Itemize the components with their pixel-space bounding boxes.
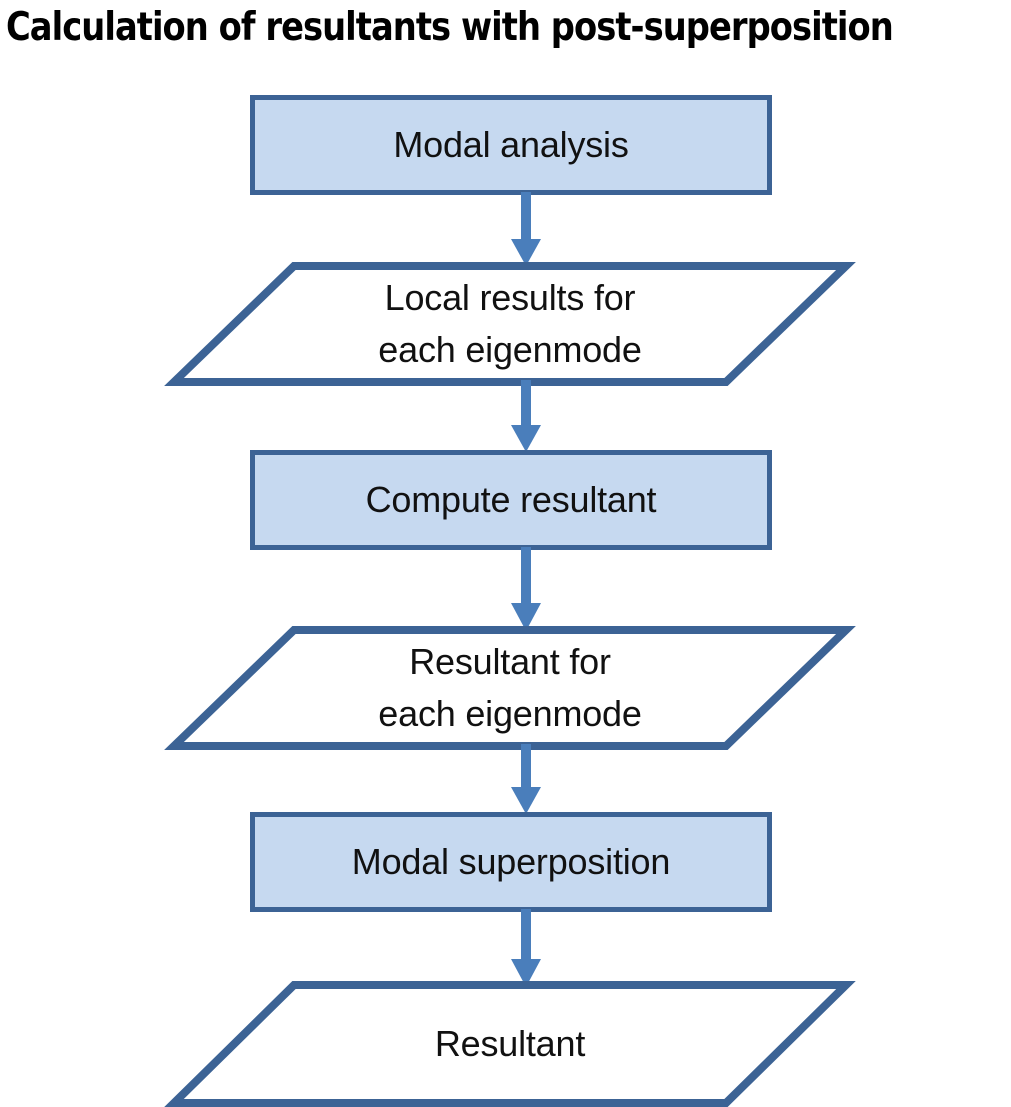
flow-node-label: Compute resultant xyxy=(365,479,657,520)
flow-node-resultant-per-mode[interactable]: Resultant for each eigenmode xyxy=(164,626,856,750)
flow-arrow-2 xyxy=(496,380,556,454)
flow-node-label: Modal superposition xyxy=(351,841,671,882)
flow-arrow-4 xyxy=(496,744,556,816)
flow-node-label: Modal analysis xyxy=(393,124,629,165)
flow-node-compute-resultant[interactable]: Compute resultant xyxy=(250,450,772,550)
flow-node-label: Local results for each eigenmode xyxy=(378,277,642,370)
flow-arrow-1 xyxy=(496,192,556,268)
flow-node-modal-superposition[interactable]: Modal superposition xyxy=(250,812,772,912)
flow-node-label: Resultant xyxy=(434,1023,586,1064)
page-title: Calculation of resultants with post-supe… xyxy=(6,5,894,50)
flow-node-local-results[interactable]: Local results for each eigenmode xyxy=(164,262,856,386)
flow-arrow-3 xyxy=(496,547,556,633)
flow-node-resultant[interactable]: Resultant xyxy=(164,981,856,1107)
flow-arrow-5 xyxy=(496,909,556,989)
flow-node-modal-analysis[interactable]: Modal analysis xyxy=(250,95,772,195)
flow-node-label: Resultant for each eigenmode xyxy=(378,641,642,734)
